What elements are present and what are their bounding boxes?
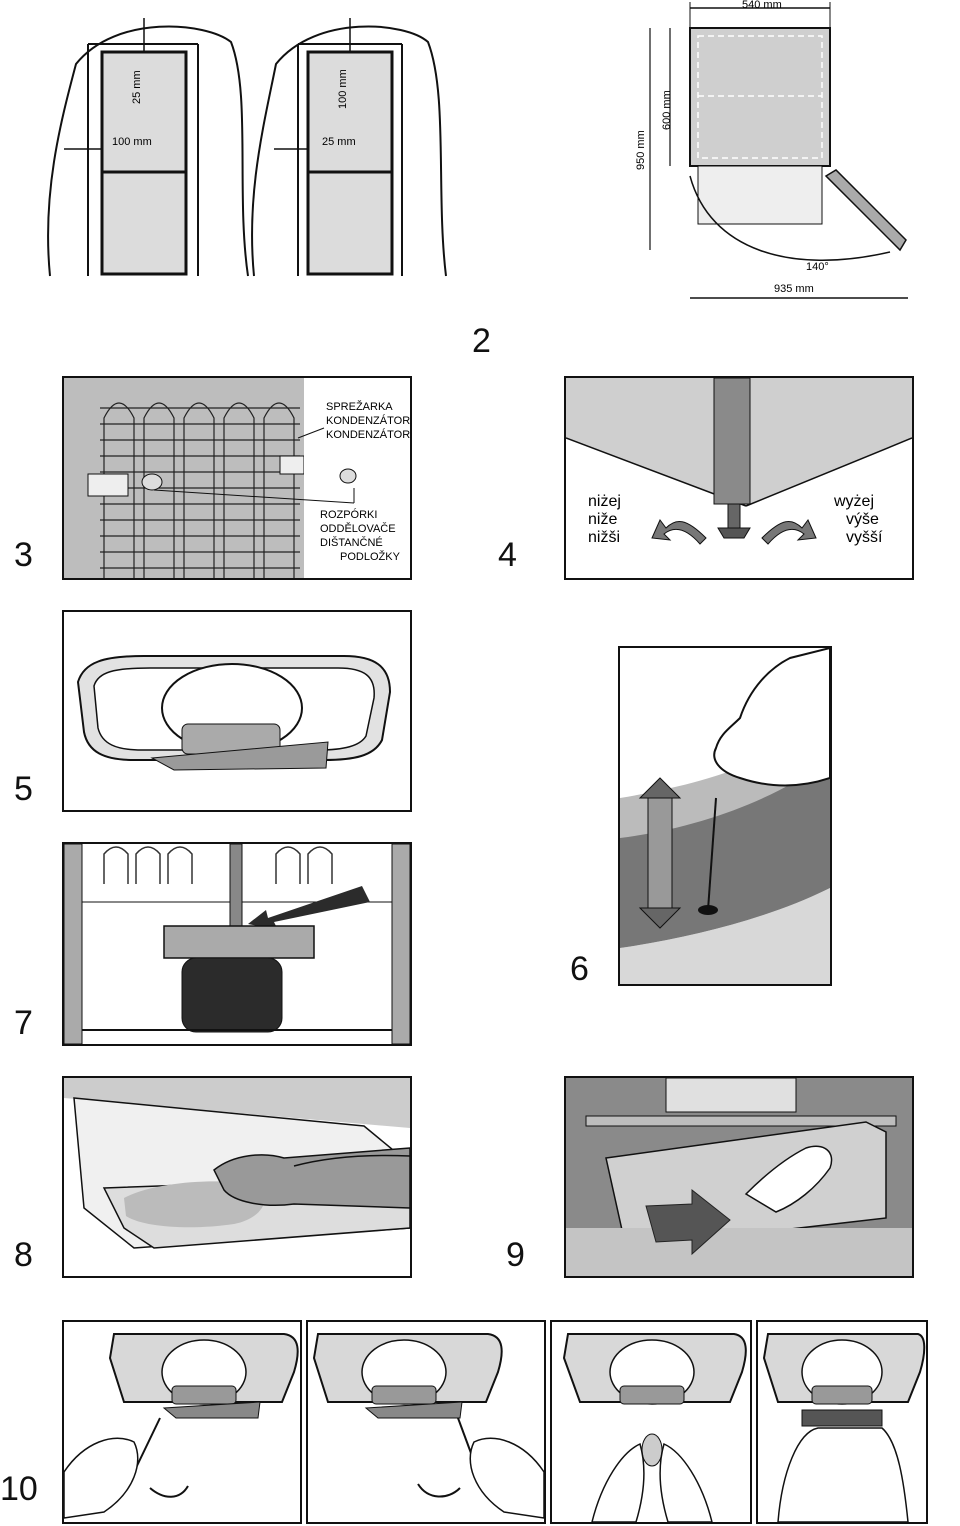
drip-tray <box>163 925 315 959</box>
fig3-label-bottom-3: DIŠTANČNÉ <box>320 536 383 549</box>
fig3-label-top-3: KONDENZÁTOR <box>326 428 410 441</box>
fig3-label-bottom-4: PODLOŽKY <box>340 550 401 563</box>
fig10-step-4 <box>756 1320 928 1524</box>
lower-label-1: niżej <box>588 493 621 510</box>
fig4-panel: niżej niže nižši wyżej výše vyšší <box>564 376 914 580</box>
height-arrow <box>647 797 673 909</box>
fig1-niche-diagrams: 25 mm 100 mm 100 mm 25 mm <box>47 18 447 277</box>
total-width-label: 935 mm <box>774 283 814 295</box>
figure-number-9: 9 <box>506 1236 525 1274</box>
figure-number-6: 6 <box>570 950 589 988</box>
fig3-label-top-1: SPREŽARKA <box>326 400 393 413</box>
vertical-pipe <box>229 844 243 933</box>
plan-cabinet <box>689 27 831 167</box>
arrow-higher <box>761 519 817 545</box>
hand-with-screwdriver <box>469 1437 544 1519</box>
condenser-grid <box>100 402 300 578</box>
door-angle-label: 140° <box>806 261 829 273</box>
fig3-label-bottom-1: ROZPÓRKI <box>320 508 377 521</box>
higher-label-2: výše <box>846 511 879 528</box>
rotate-arrow-right <box>417 1483 461 1498</box>
cloth-hand <box>213 1147 410 1209</box>
fig7-arrow <box>248 886 370 930</box>
adjustable-foot <box>727 503 741 529</box>
plan-depth-label: 600 mm <box>661 90 673 130</box>
figure-number-4: 4 <box>498 536 517 574</box>
lower-label-3: nižši <box>588 529 620 546</box>
rotate-arrow-left <box>149 1485 189 1498</box>
compressor <box>181 957 283 1033</box>
figure-number-5: 5 <box>14 770 33 808</box>
right-side-gap-label: 25 mm <box>322 136 356 148</box>
figure-number-2: 2 <box>472 322 491 360</box>
arrow-lower <box>651 519 707 545</box>
fig3-label-bottom-2: ODDĚLOVAČE <box>320 522 396 535</box>
plan-width-label: 540 mm <box>742 0 782 11</box>
right-hand <box>659 1442 713 1522</box>
hand-holding-cover <box>777 1427 909 1522</box>
fig10-step-3 <box>550 1320 752 1524</box>
higher-label-3: vyšší <box>846 529 883 546</box>
figure-number-7: 7 <box>14 1004 33 1042</box>
lamp-cover-part <box>801 1409 883 1427</box>
cleaning-tool <box>707 797 717 911</box>
fig1-plan-view: 540 mm 600 mm 950 mm 140° 935 mm <box>635 0 908 299</box>
figure-number-10: 10 <box>0 1470 38 1508</box>
right-top-gap-label: 100 mm <box>337 69 349 109</box>
lower-label-2: niže <box>588 511 617 528</box>
left-niche-outline <box>47 25 249 277</box>
fig6-panel <box>618 646 832 986</box>
fig10-step-2 <box>306 1320 546 1524</box>
hand <box>744 1145 833 1213</box>
fig7-panel <box>62 842 412 1046</box>
fig5-panel <box>62 610 412 812</box>
left-fridge-body <box>100 50 188 276</box>
fig3-panel: SPREŽARKA KONDENZÁTOR KONDENZÁTOR ROZPÓR… <box>62 376 412 580</box>
fig9-panel <box>564 1076 914 1278</box>
right-niche-outline <box>251 25 447 277</box>
plan-total-depth-label: 950 mm <box>635 130 647 170</box>
fig8-panel <box>62 1076 412 1278</box>
left-top-gap-label: 25 mm <box>131 70 143 104</box>
left-hand <box>591 1442 645 1522</box>
fig9-arrow <box>645 1188 731 1256</box>
figure-number-8: 8 <box>14 1236 33 1274</box>
higher-label-1: wyżej <box>833 493 874 510</box>
hand-with-screwdriver <box>64 1437 139 1519</box>
left-side-gap-label: 100 mm <box>112 136 152 148</box>
light-bulb <box>641 1433 663 1467</box>
hand-outline <box>713 648 830 787</box>
fig3-label-top-2: KONDENZÁTOR <box>326 414 410 427</box>
right-fridge-body <box>306 50 394 276</box>
fig10-step-1 <box>62 1320 302 1524</box>
figure-number-3: 3 <box>14 536 33 574</box>
